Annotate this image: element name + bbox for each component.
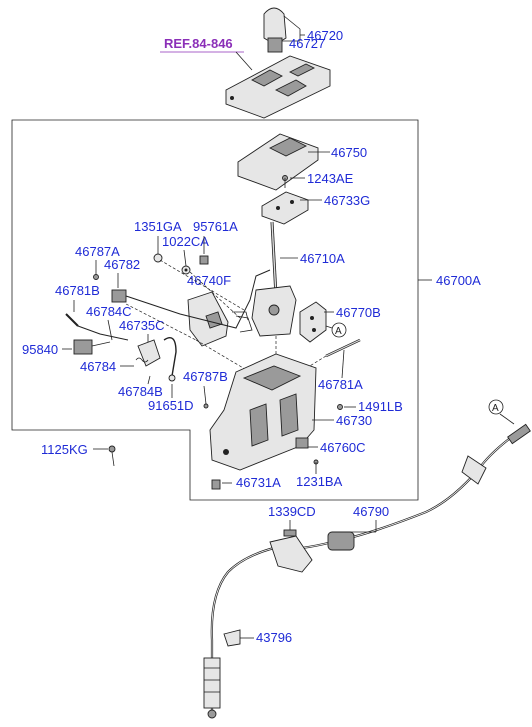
- label-1339CD: 1339CD: [268, 504, 316, 519]
- label-46784C: 46784C: [86, 304, 132, 319]
- label-46790: 46790: [353, 504, 389, 519]
- label-95761A: 95761A: [193, 219, 238, 234]
- bolt-1125KG: [108, 445, 116, 467]
- label-46735C: 46735C: [119, 318, 165, 333]
- label-1125KG: 1125KG: [41, 442, 88, 457]
- clip-43796: [223, 629, 241, 647]
- label-46740F: 46740F: [187, 273, 231, 288]
- screw-1243AE: [282, 175, 288, 188]
- bushing-46760C: [295, 437, 309, 449]
- label-95840: 95840: [22, 342, 58, 357]
- pin-1491LB: [337, 404, 343, 410]
- label-1491LB: 1491LB: [358, 399, 403, 414]
- label-46727: 46727: [289, 36, 325, 51]
- callout-a-1: A: [335, 326, 342, 337]
- pin-46787B: [203, 403, 209, 409]
- clip-95761A: [199, 255, 209, 265]
- label-46787A: 46787A: [75, 244, 120, 259]
- label-43796: 43796: [256, 630, 292, 645]
- shift-bezel: [225, 55, 331, 119]
- clip-1339CD: [283, 529, 297, 537]
- label-46720: 46720: [307, 28, 343, 43]
- pin-46787A: [93, 274, 99, 280]
- control-cable: [203, 423, 531, 719]
- label-46710A: 46710A: [300, 251, 345, 266]
- callout-a-2: A: [492, 403, 499, 414]
- slide-plate: [261, 191, 309, 225]
- label-46733G: 46733G: [324, 193, 370, 208]
- assembly-boundary: [11, 119, 419, 501]
- label-1231BA: 1231BA: [296, 474, 343, 489]
- detent-plate: [299, 301, 327, 343]
- label-46781A: 46781A: [318, 377, 363, 392]
- shift-lever-rod: [270, 221, 278, 297]
- label-1351GA: 1351GA: [134, 219, 182, 234]
- label-46770B: 46770B: [336, 305, 381, 320]
- cover-46735C: [137, 339, 161, 367]
- label-46782: 46782: [104, 257, 140, 272]
- label-46784: 46784: [80, 359, 116, 374]
- washer-1022CA: [181, 265, 191, 275]
- label-46750: 46750: [331, 145, 367, 160]
- indicator-cover: [237, 133, 319, 191]
- label-46700A: 46700A: [436, 273, 481, 288]
- label-1243AE: 1243AE: [307, 171, 354, 186]
- shift-knob: [263, 7, 305, 53]
- pin-46781B: [65, 313, 79, 327]
- sensor-95840: [73, 339, 111, 355]
- label-46787B: 46787B: [183, 369, 228, 384]
- callout-a-circle-2: [488, 399, 504, 415]
- label-91651D: 91651D: [148, 398, 194, 413]
- label-46781B: 46781B: [55, 283, 100, 298]
- bracket-46740F: [187, 291, 229, 347]
- spring-46784: [135, 357, 149, 363]
- solenoid-46782: [111, 289, 127, 303]
- screw-1231BA: [313, 459, 319, 474]
- label-46731A: 46731A: [236, 475, 281, 490]
- label-46760C: 46760C: [320, 440, 366, 455]
- ref-label: REF.84-846: [164, 36, 233, 51]
- callout-a-circle-1: [331, 322, 347, 338]
- pin-46781A: [325, 338, 361, 358]
- shift-housing: [209, 353, 317, 471]
- nut-46731A: [211, 479, 221, 490]
- label-46784B: 46784B: [118, 384, 163, 399]
- label-46730: 46730: [336, 413, 372, 428]
- label-1022CA: 1022CA: [162, 234, 209, 249]
- lever-base: [235, 285, 297, 337]
